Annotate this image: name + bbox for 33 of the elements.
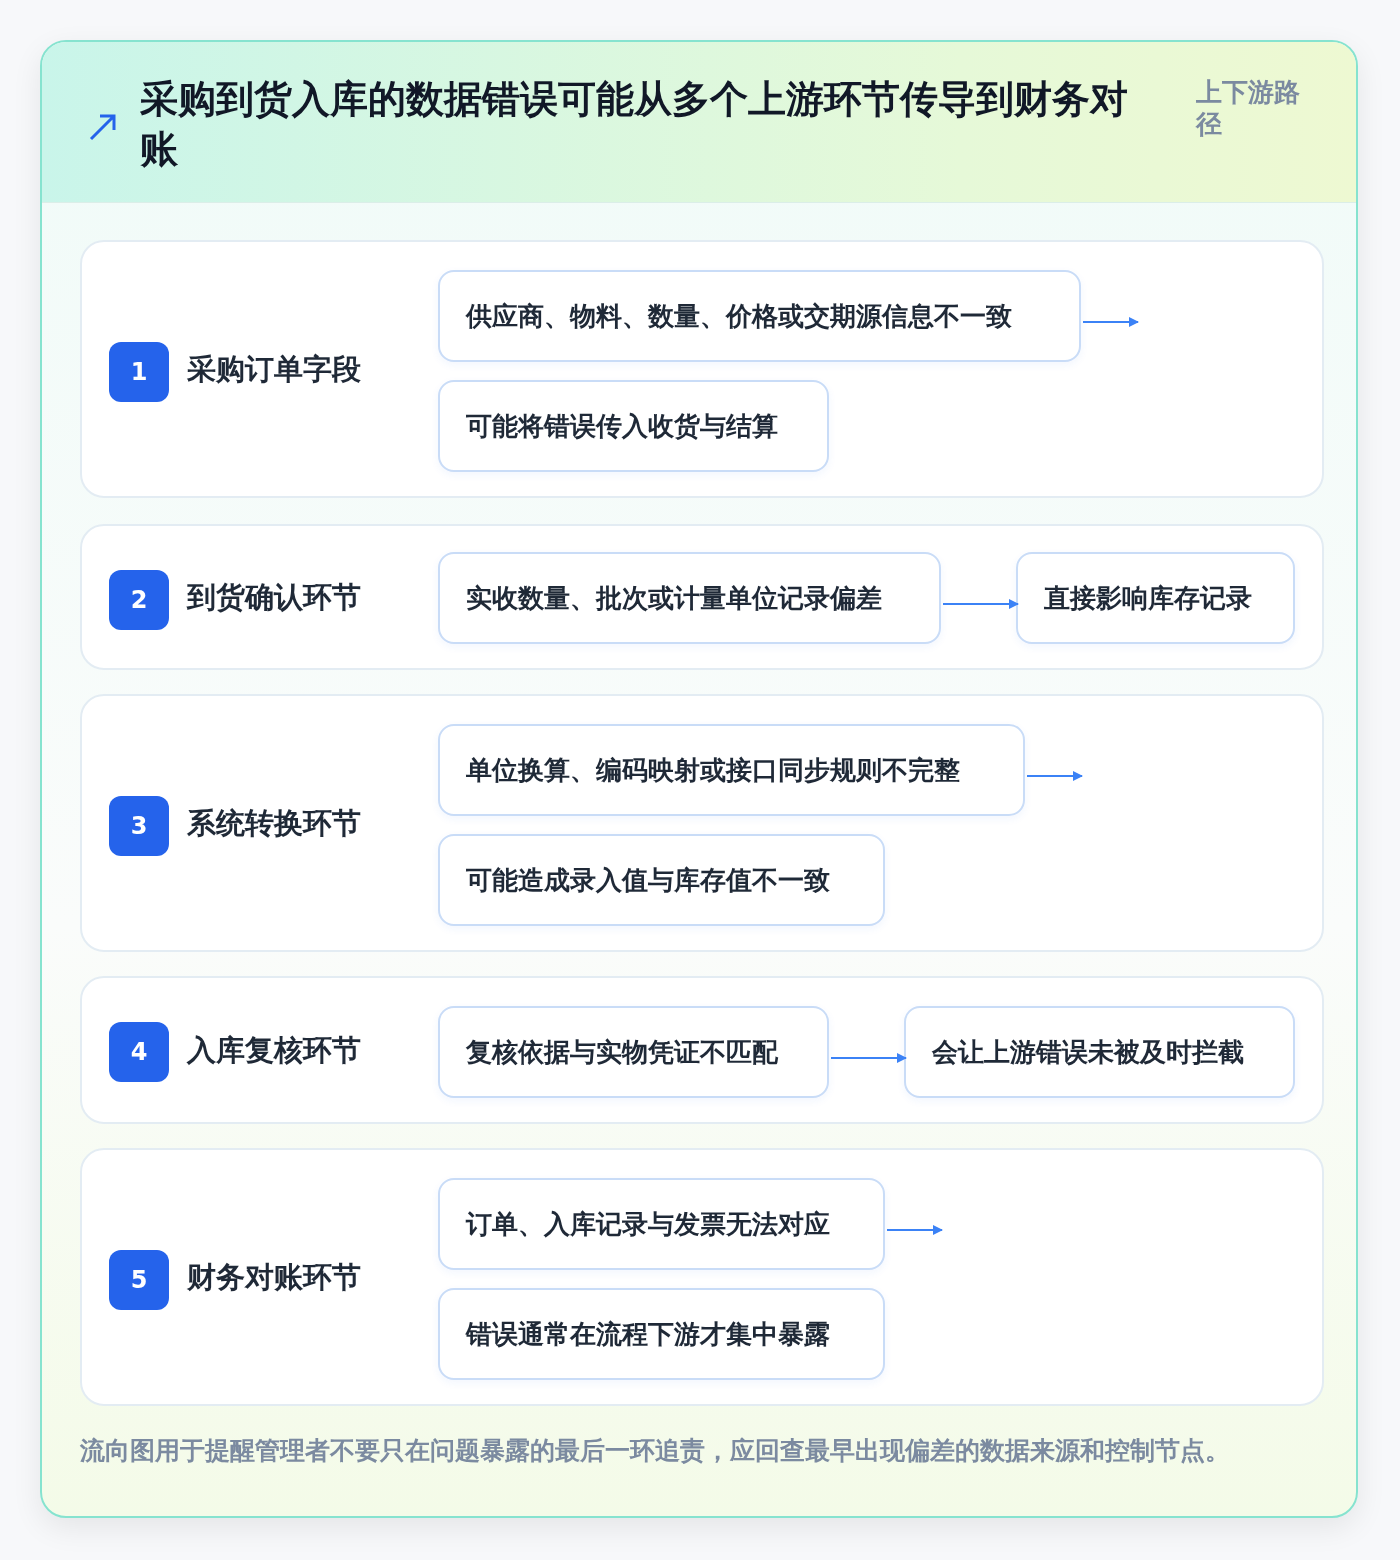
step-title: 财务对账环节 [187,1259,361,1296]
text-card: 订单、入库记录与发票无法对应 [438,1178,885,1270]
arrow [1026,771,1083,781]
step-number: 4 [109,1022,169,1082]
step-number: 3 [109,796,169,856]
step-title: 到货确认环节 [187,579,361,616]
text-card: 可能将错误传入收货与结算 [438,380,829,472]
text-card: 可能造成录入值与库存值不一致 [438,834,885,926]
step-panel [80,1148,1324,1406]
step-title: 采购订单字段 [187,351,361,388]
step-number: 5 [109,1250,169,1310]
tag-label: 上下游路径 [1196,76,1301,140]
text-card: 错误通常在流程下游才集中暴露 [438,1288,885,1380]
arrow [886,1225,943,1235]
step-panel [80,240,1324,498]
text-card: 供应商、物料、数量、价格或交期源信息不一致 [438,270,1081,362]
title: 采购到货入库的数据错误可能从多个上游环节传导到财务对账 [140,76,1129,173]
text-card: 会让上游错误未被及时拦截 [904,1006,1295,1098]
arrow [1082,317,1139,327]
text-card: 单位换算、编码映射或接口同步规则不完整 [438,724,1025,816]
caption: 流向图用于提醒管理者不要只在问题暴露的最后一环追责，应回查最早出现偏差的数据来源和控制节点。 [80,1435,1231,1467]
step-number: 1 [109,342,169,402]
step-title: 系统转换环节 [187,805,361,842]
step-number: 2 [109,570,169,630]
text-card: 实收数量、批次或计量单位记录偏差 [438,552,941,644]
step-title: 入库复核环节 [187,1032,361,1069]
arrow [942,599,1019,609]
step-panel [80,524,1324,670]
text-card: 直接影响库存记录 [1016,552,1295,644]
step-panel [80,976,1324,1124]
text-card: 复核依据与实物凭证不匹配 [438,1006,829,1098]
step-panel [80,694,1324,952]
arrow [830,1053,907,1063]
